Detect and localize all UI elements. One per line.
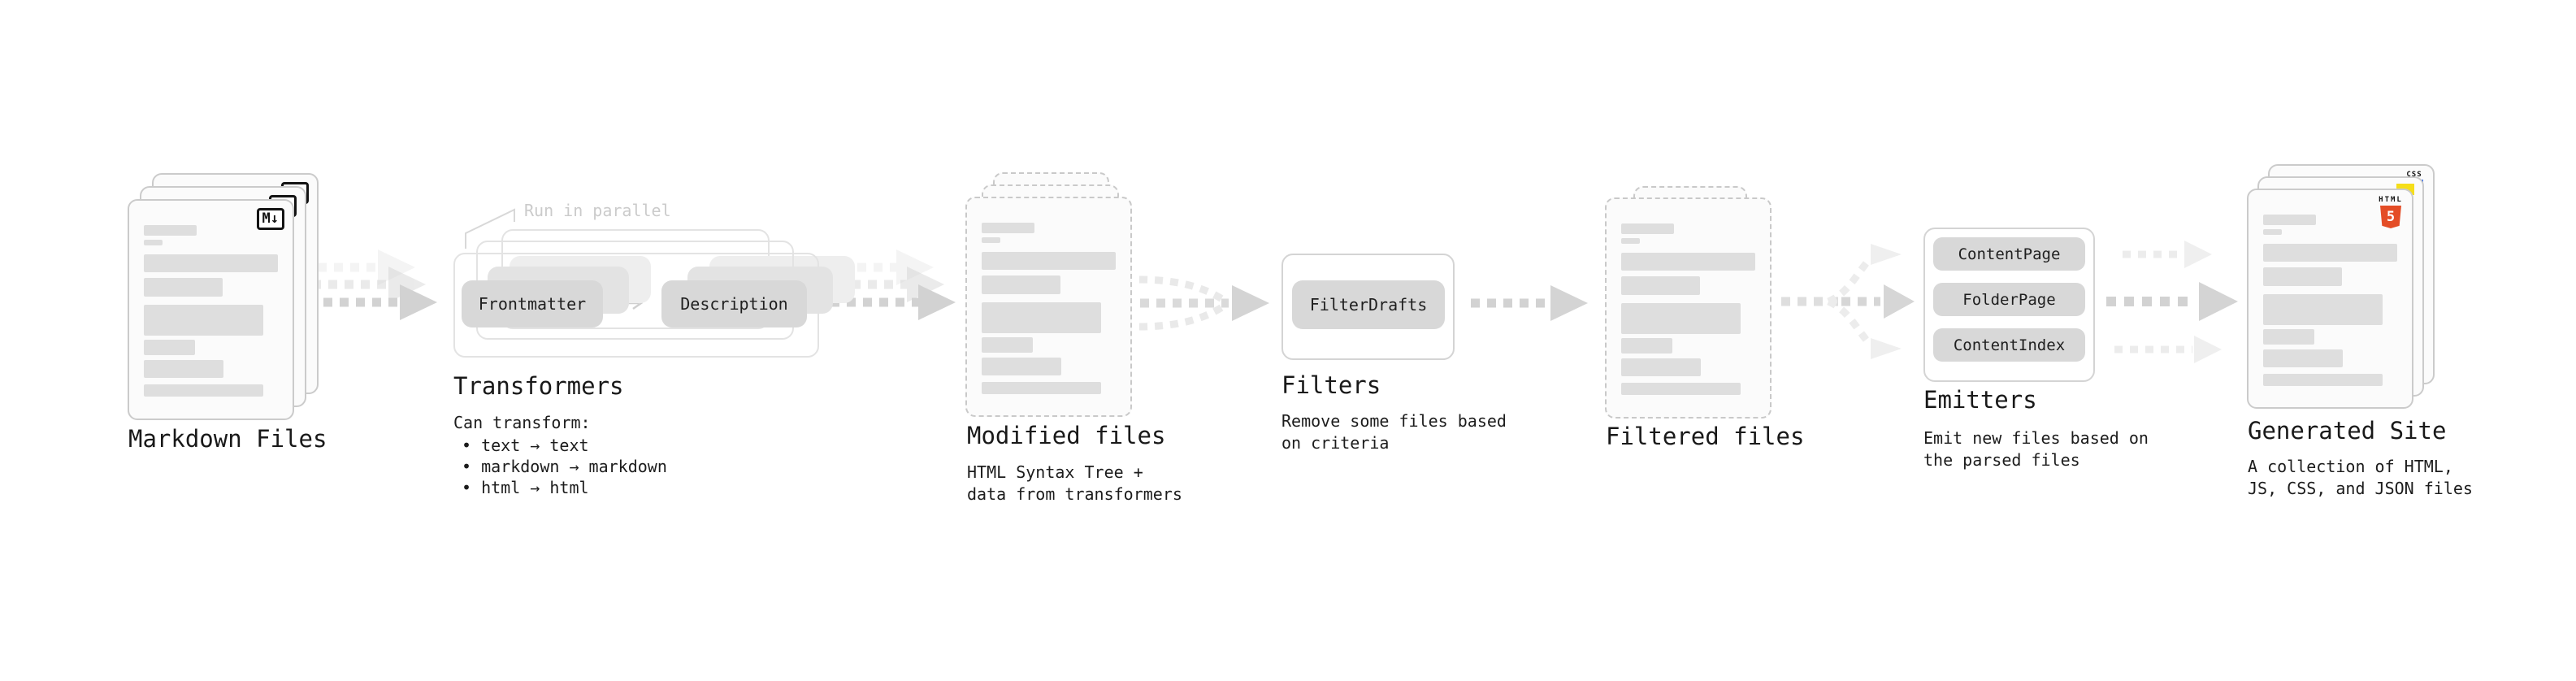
doc-skeleton	[2249, 215, 2412, 386]
pill-contentpage: ContentPage	[1933, 237, 2085, 271]
transformer-box-front	[453, 253, 819, 358]
note-run-in-parallel: Run in parallel	[524, 201, 671, 220]
stage-title-markdown-files: Markdown Files	[128, 425, 327, 453]
stage-title-transformers: Transformers	[453, 372, 624, 400]
emitters-desc-line1: Emit new files based on	[1923, 428, 2149, 448]
transformers-bullet: • markdown → markdown	[462, 457, 667, 476]
arrow-modified-to-filters	[1138, 275, 1269, 331]
pill-folderpage: FolderPage	[1933, 283, 2085, 316]
stage-title-filtered-files: Filtered files	[1606, 423, 1805, 450]
pill-contentindex: ContentIndex	[1933, 328, 2085, 362]
filters-desc-line1: Remove some files based	[1281, 411, 1507, 431]
emitters-desc-line2: the parsed files	[1923, 450, 2080, 470]
transformers-bullet: • text → text	[462, 436, 589, 455]
filtered-file-card	[1605, 197, 1772, 419]
arrows-emitters-to-generated	[2106, 241, 2238, 363]
filters-desc-line2: on criteria	[1281, 433, 1390, 453]
transformers-bullet: • html → html	[462, 478, 589, 497]
doc-skeleton	[1607, 223, 1770, 395]
generated-file-card: HTML 5	[2247, 189, 2413, 409]
modified-desc-line1: HTML Syntax Tree +	[967, 462, 1143, 482]
arrow-filtered-to-emitters	[1781, 244, 1915, 359]
pill-filterdrafts: FilterDrafts	[1292, 280, 1445, 329]
markdown-file-card: M↓	[128, 199, 294, 420]
doc-skeleton	[967, 223, 1130, 394]
pill-description: Description	[661, 280, 807, 327]
stage-title-modified-files: Modified files	[967, 422, 1166, 449]
generated-desc-line2: JS, CSS, and JSON files	[2248, 479, 2473, 498]
modified-desc-line2: data from transformers	[967, 484, 1182, 504]
stage-title-generated-site: Generated Site	[2248, 417, 2447, 445]
doc-skeleton	[129, 225, 293, 397]
stage-title-emitters: Emitters	[1923, 386, 2037, 414]
arrow-filters-to-filtered	[1471, 285, 1588, 321]
markdown-icon: M↓	[256, 208, 284, 230]
transformers-desc: Can transform:	[453, 413, 591, 432]
modified-file-card	[965, 197, 1132, 417]
stage-title-filters: Filters	[1281, 371, 1381, 399]
html5-icon: HTML 5	[2377, 196, 2405, 228]
generated-desc-line1: A collection of HTML,	[2248, 457, 2453, 476]
pill-frontmatter: Frontmatter	[462, 280, 603, 327]
